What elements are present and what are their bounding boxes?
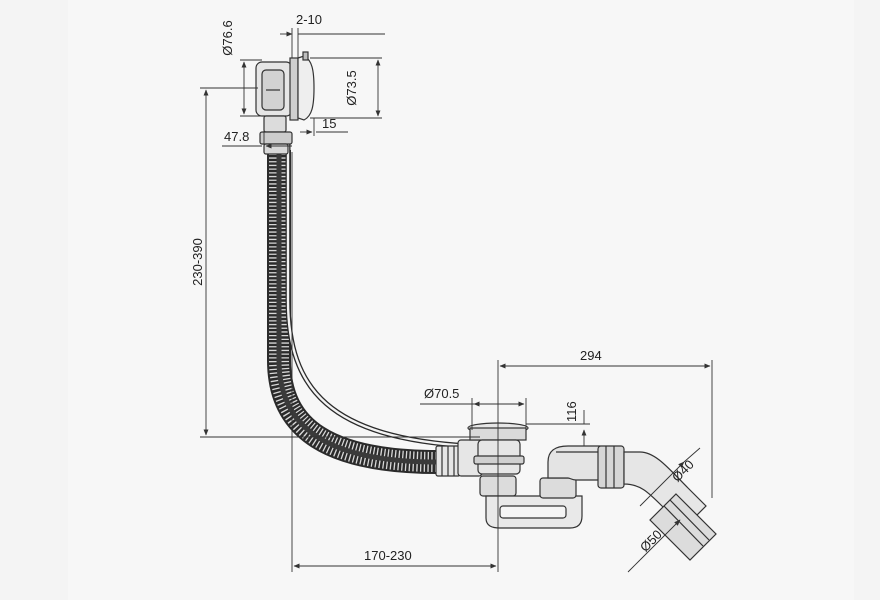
drain-assembly — [435, 422, 717, 561]
label-d70: Ø70.5 — [424, 386, 459, 401]
overflow-nut — [259, 131, 293, 145]
flexible-hose — [267, 140, 471, 474]
trap-riser-nut — [539, 477, 577, 499]
overflow-cap — [297, 55, 315, 121]
label-length: 294 — [580, 348, 602, 363]
outlet-adapter-rib — [663, 505, 704, 547]
overflow-nut-2 — [263, 143, 289, 155]
label-gap: 2-10 — [296, 12, 322, 27]
trap-riser — [547, 445, 601, 481]
label-height: 230-390 — [190, 238, 205, 286]
dim-line-d50-lead — [627, 559, 641, 573]
label-d76: Ø76.6 — [220, 20, 235, 55]
overflow-screw — [302, 51, 309, 61]
hose-core — [276, 150, 439, 465]
control-cable-highlight — [286, 140, 471, 448]
dim-line-d50 — [639, 519, 681, 561]
overflow-flange — [289, 57, 299, 121]
label-depth-overflow: 47.8 — [224, 129, 249, 144]
outlet-nut — [597, 445, 625, 489]
hose-body — [267, 150, 439, 474]
overflow-neck — [263, 115, 287, 133]
outlet-adapter — [649, 493, 717, 561]
label-depth-cap: 15 — [322, 116, 336, 131]
dim-line-d40-lead — [683, 447, 701, 463]
trap-inner — [499, 505, 567, 519]
dimension-lines — [200, 28, 713, 573]
label-d73: Ø73.5 — [344, 70, 359, 105]
drain-body-ring — [473, 455, 525, 465]
drawing-panel — [68, 0, 854, 600]
dim-line-d40 — [639, 461, 685, 507]
outlet-adapter-rib — [669, 499, 710, 541]
overflow-head — [255, 51, 315, 155]
label-trap-height: 116 — [564, 401, 579, 422]
label-offset: 170-230 — [364, 548, 412, 563]
